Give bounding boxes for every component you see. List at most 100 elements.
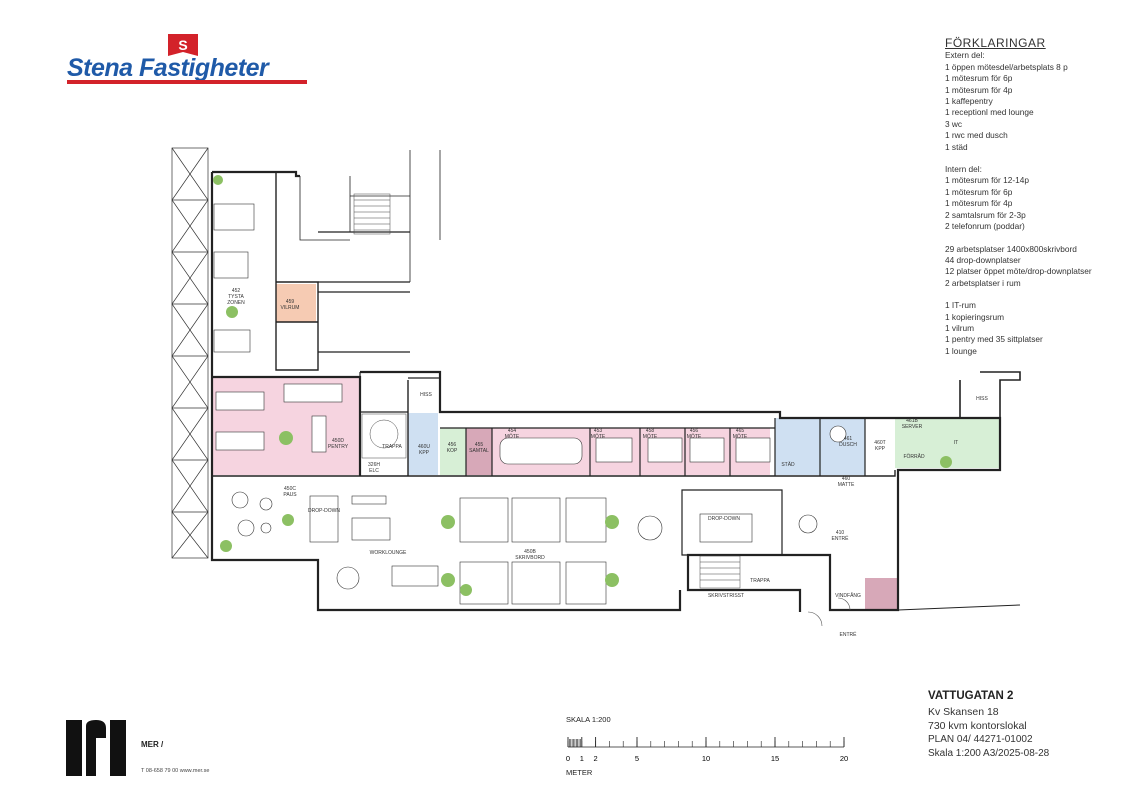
legend-line: Extern del: [945, 50, 985, 61]
zone-samtal [466, 428, 492, 475]
label-trappa2: TRAPPA [750, 578, 770, 584]
zone-vindfang [865, 578, 897, 610]
label-stad: STÄD [781, 461, 795, 468]
furniture [213, 203, 771, 605]
legend-line: 1 IT-rum [945, 300, 976, 311]
legend-line: 1 vilrum [945, 322, 975, 333]
legend-line: 2 samtalsrum för 2-3p [945, 209, 1026, 220]
legend-title: FÖRKLARINGAR [945, 36, 1046, 50]
logo-flag-letter: S [178, 37, 188, 53]
scale-tick-label: 1 [580, 754, 584, 763]
scale-title: SKALA 1:200 [566, 715, 611, 724]
legend-line: 1 rwc med dusch [945, 130, 1008, 141]
round-tables [231, 425, 847, 590]
legend-block: Extern del:1 öppen mötesdel/arbetsplats … [945, 50, 1125, 153]
legend-line: 1 mötesrum för 4p [945, 198, 1013, 209]
scale-date: Skala 1:200 A3/2025-08-28 [928, 747, 1050, 759]
scale-tick-label: 5 [635, 754, 639, 763]
legend: FÖRKLARINGAR Extern del:1 öppen mötesdel… [945, 36, 1125, 368]
label-forrad: FÖRRÅD [903, 453, 925, 460]
legend-line: 1 mötesrum för 4p [945, 84, 1013, 95]
label-skrivstrisst: SKRIVSTRISST [708, 593, 744, 599]
mer-contact: T 08-658 79 00 www.mer.se [141, 768, 210, 774]
legend-line: 1 lounge [945, 345, 977, 356]
legend-line: 1 pentry med 35 sittplatser [945, 334, 1043, 345]
label-dropdown2: DROP-DOWN [708, 516, 740, 522]
logo-underline [67, 80, 307, 84]
legend-line: 1 mötesrum för 6p [945, 186, 1013, 197]
legend-line: 1 öppen mötesdel/arbetsplats 8 p [945, 61, 1068, 72]
mer-name: MER / [141, 740, 164, 749]
legend-blocks: Extern del:1 öppen mötesdel/arbetsplats … [945, 50, 1125, 357]
property-name: Kv Skansen 18 [928, 706, 999, 718]
label-it: IT [954, 440, 958, 446]
legend-line: 29 arbetsplatser 1400x800skrivbord [945, 243, 1077, 254]
label-hiss1: HISS [420, 392, 432, 398]
zone-vilrum [276, 284, 316, 322]
legend-line: 12 platser öppet möte/drop-downplatser [945, 266, 1092, 277]
label-hiss2: HISS [976, 396, 988, 402]
area: 730 kvm kontorslokal [928, 719, 1027, 732]
plants [213, 175, 952, 596]
scale-tick-label: 10 [702, 754, 710, 763]
logo-flag-icon: S [168, 34, 198, 56]
scale-unit: METER [566, 768, 593, 777]
legend-line: 3 wc [945, 118, 963, 129]
address: VATTUGATAN 2 [928, 690, 1014, 702]
legend-line: 1 mötesrum för 12-14p [945, 175, 1029, 186]
doors [807, 597, 851, 627]
legend-line: 1 städ [945, 141, 968, 152]
zone-kpp [408, 413, 438, 475]
facade-truss [171, 147, 209, 559]
label-worklounge: WORKLOUNGE [370, 550, 407, 556]
scale-tick-label: 20 [840, 754, 848, 763]
mer-logo-icon [66, 720, 126, 776]
scale-ticks: 0 1 2 5 10 15 20 [566, 737, 848, 763]
scale-tick-label: 0 [566, 754, 570, 763]
zone-kop [440, 428, 466, 475]
brand-name: Stena Fastigheter [67, 54, 269, 82]
legend-line: 1 mötesrum för 6p [945, 73, 1013, 84]
stair-details [353, 193, 741, 589]
legend-line: 1 kaffepentry [945, 96, 993, 107]
plan-number: PLAN 04/ 44271-01002 [928, 734, 1033, 745]
scale-tick-label: 2 [594, 754, 598, 763]
label-vindfang: VINDFÅNG [835, 592, 861, 599]
legend-line: 2 telefonrum (poddar) [945, 221, 1025, 232]
legend-line: 2 arbetsplatser i rum [945, 277, 1021, 288]
scale-bar: 0 1 2 5 10 15 20 [566, 737, 848, 763]
legend-line: 44 drop-downplatser [945, 254, 1021, 265]
legend-line: 1 receptionl med lounge [945, 107, 1034, 118]
legend-line: Intern del: [945, 164, 982, 175]
legend-line: 1 kopieringsrum [945, 311, 1005, 322]
title-block: VATTUGATAN 2 Kv Skansen 18 730 kvm konto… [928, 690, 1118, 760]
label-entre2: ENTRÉ [840, 631, 858, 638]
scale-tick-label: 15 [771, 754, 779, 763]
label-dropdown1: DROP-DOWN [308, 508, 340, 514]
walls [210, 150, 1021, 612]
